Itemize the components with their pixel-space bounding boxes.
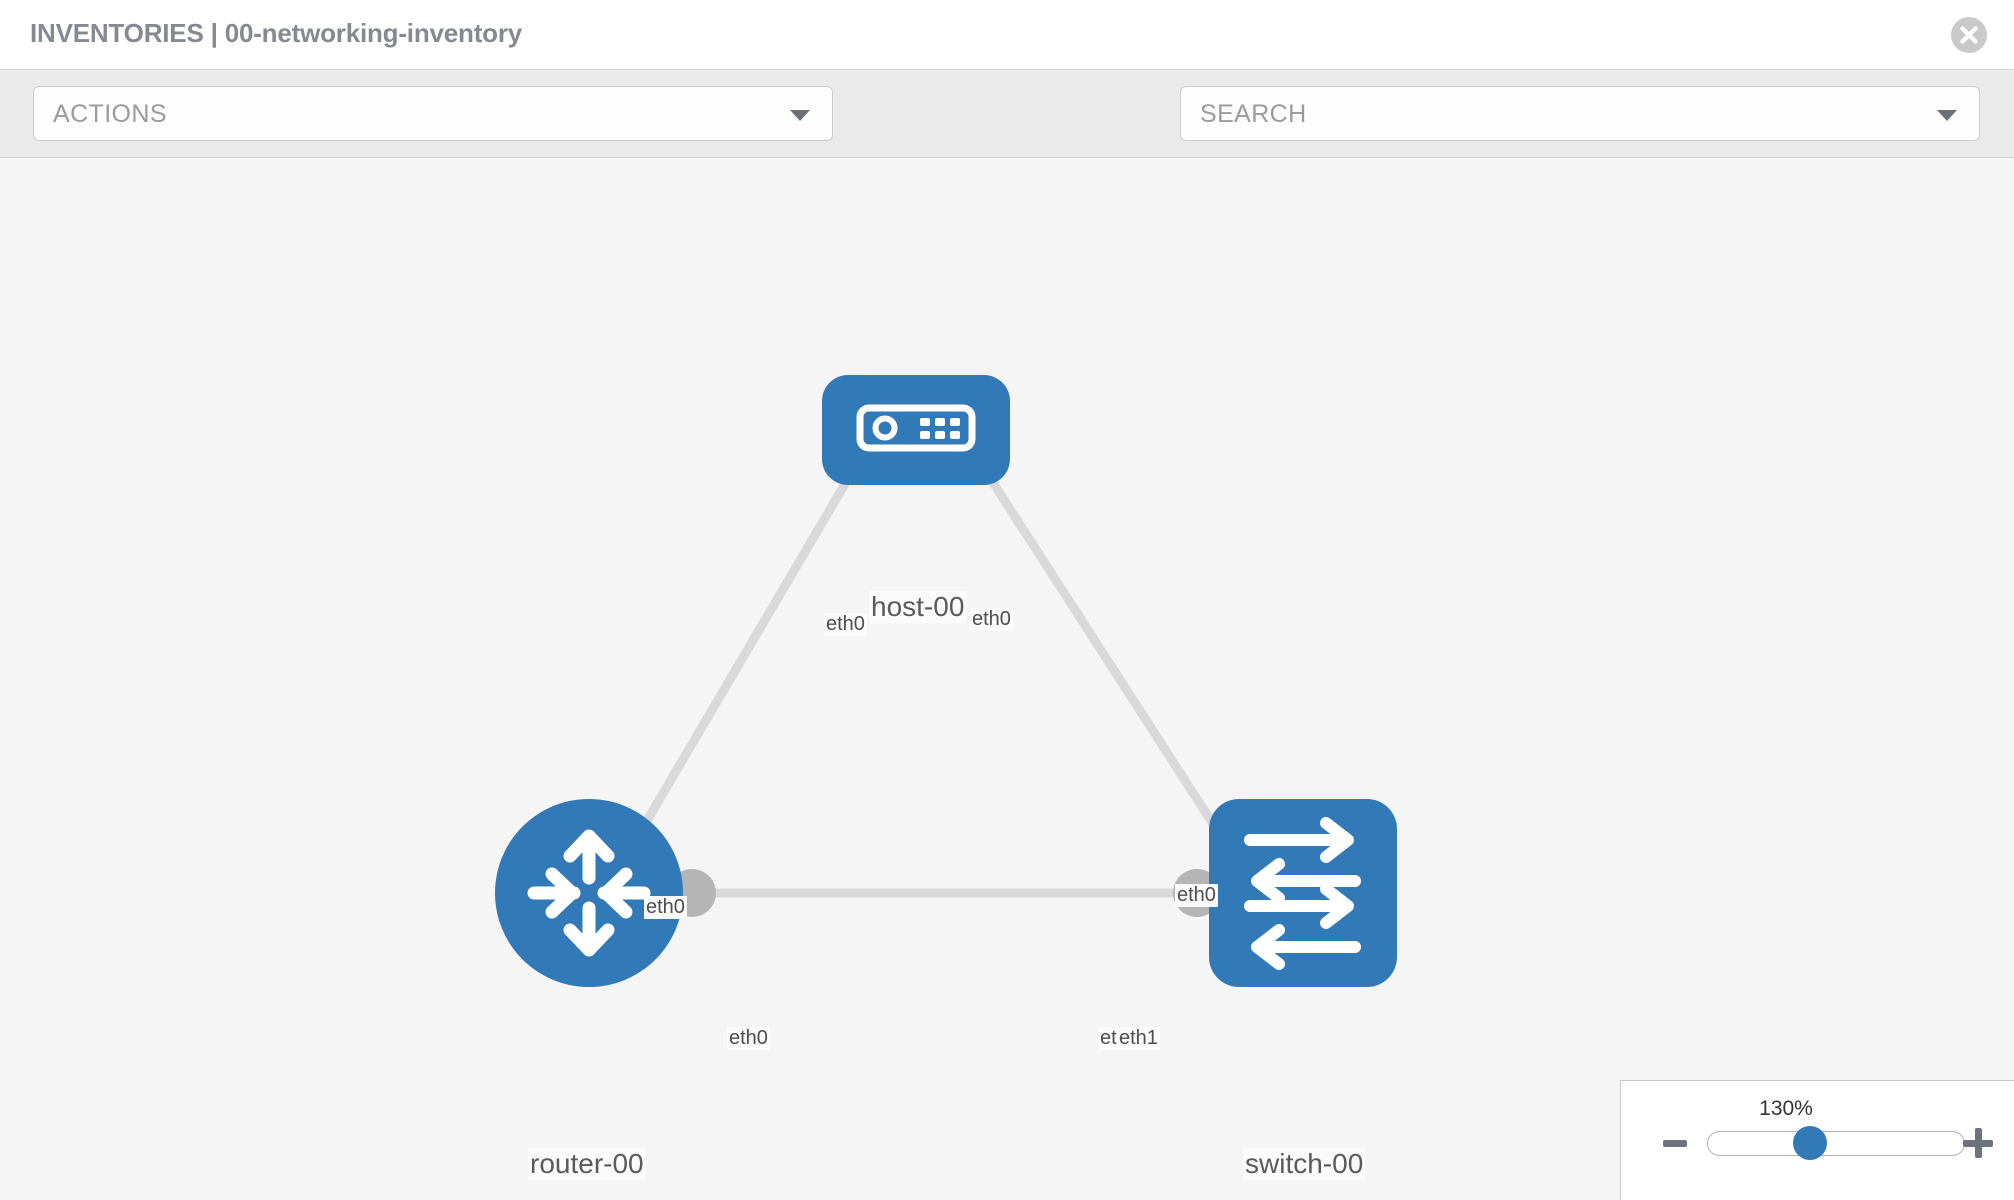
page-title: INVENTORIES | 00-networking-inventory: [30, 18, 523, 48]
iface-label-router-up: eth0: [644, 896, 687, 919]
link-host-router[interactable]: [621, 413, 889, 861]
node-label-router-00[interactable]: router-00: [528, 1148, 646, 1180]
node-switch-00[interactable]: [1209, 799, 1397, 987]
chevron-down-icon: [790, 110, 810, 121]
link-host-switch[interactable]: [946, 413, 1239, 861]
zoom-slider-track[interactable]: [1707, 1131, 1965, 1156]
minus-icon[interactable]: [1663, 1140, 1687, 1147]
iface-label-router-right: eth0: [727, 1027, 770, 1050]
zoom-control: 130%: [1620, 1080, 2014, 1200]
node-host-00[interactable]: [822, 375, 1010, 485]
toolbar: ACTIONS SEARCH: [0, 70, 2014, 199]
node-router-00[interactable]: [495, 799, 683, 987]
topology-graph: [495, 375, 1397, 987]
iface-label-host-left: eth0: [824, 613, 867, 636]
close-icon[interactable]: [1950, 16, 1988, 54]
topology-canvas[interactable]: eth0 eth0 eth0 eth0 eth0 eth eth1 host-0…: [0, 158, 2014, 1200]
zoom-percent-label: 130%: [1759, 1097, 1813, 1120]
zoom-slider-knob[interactable]: [1793, 1126, 1827, 1160]
page-header: INVENTORIES | 00-networking-inventory: [0, 0, 2014, 70]
node-label-switch-00[interactable]: switch-00: [1243, 1148, 1366, 1180]
iface-label-switch-left-b: eth1: [1117, 1027, 1160, 1050]
iface-label-host-right: eth0: [970, 608, 1013, 631]
search-input-placeholder: SEARCH: [1200, 100, 1307, 128]
chevron-down-icon: [1937, 110, 1957, 121]
node-label-host-00[interactable]: host-00: [869, 591, 967, 623]
plus-icon[interactable]: [1963, 1128, 1993, 1158]
actions-dropdown[interactable]: ACTIONS: [33, 86, 833, 141]
iface-label-switch-up: eth0: [1175, 884, 1218, 907]
actions-dropdown-label: ACTIONS: [53, 100, 167, 128]
search-input[interactable]: SEARCH: [1180, 86, 1980, 141]
